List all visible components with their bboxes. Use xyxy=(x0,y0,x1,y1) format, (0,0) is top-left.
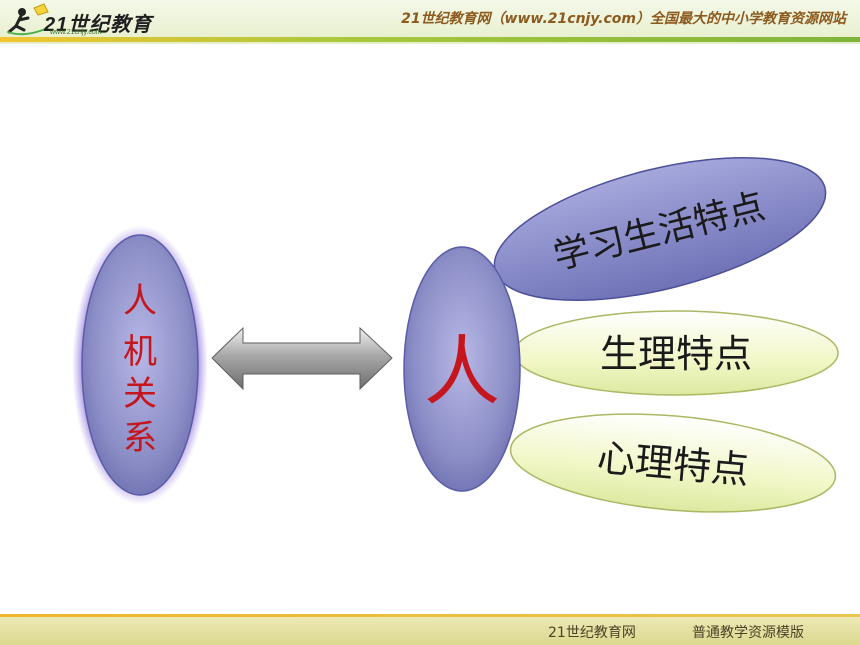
logo-text: 21世纪教育 xyxy=(44,14,153,36)
runner-logo-icon xyxy=(7,3,49,36)
double-arrow-icon xyxy=(211,326,393,391)
center-node xyxy=(403,246,521,492)
branch-node-psychology xyxy=(509,413,837,513)
header-slogan: 21世纪教育网（www.21cnjy.com）全国最大的中小学教育资源网站 xyxy=(401,11,846,27)
footer-site-name[interactable]: 21世纪教育网 xyxy=(548,625,636,641)
left-node xyxy=(72,225,208,505)
left-node-char: 关 xyxy=(123,374,157,414)
left-node-char: 系 xyxy=(123,418,157,458)
header-divider xyxy=(0,37,860,42)
left-node-char: 机 xyxy=(123,332,157,372)
header-bar xyxy=(0,0,860,44)
footer-bar xyxy=(0,617,860,645)
footer-divider xyxy=(0,614,860,617)
left-node-char: 人 xyxy=(123,281,157,321)
branch-label-physiology: 生理特点 xyxy=(600,332,752,376)
logo-url: www.21cnjy.com xyxy=(50,29,102,36)
center-node-label: 人 xyxy=(424,327,500,416)
site-logo[interactable] xyxy=(4,2,184,40)
footer-template-name: 普通教学资源模版 xyxy=(692,625,804,641)
